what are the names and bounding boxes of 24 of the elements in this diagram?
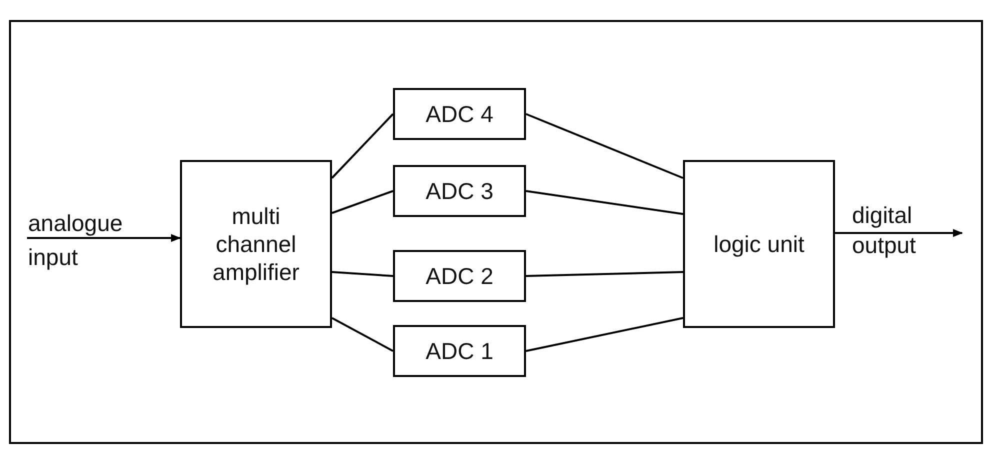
amplifier-box xyxy=(180,160,332,328)
edge-label: digital output xyxy=(852,201,917,260)
connector-line xyxy=(526,190,684,215)
connector-line xyxy=(331,113,394,179)
connector-line xyxy=(332,190,394,214)
converter-box xyxy=(393,165,526,217)
node-label: ADC 2 xyxy=(424,262,494,290)
arrow xyxy=(835,229,963,237)
node-label: multi channel amplifier xyxy=(212,202,300,286)
connector-line xyxy=(526,317,684,352)
arrow xyxy=(27,234,181,242)
edge-label: analogue input xyxy=(28,209,124,272)
converter-box xyxy=(393,250,526,302)
connector-line xyxy=(526,271,684,277)
connector-line xyxy=(332,317,394,352)
converter-box xyxy=(393,325,526,377)
node-label: ADC 1 xyxy=(424,337,494,365)
connector-line xyxy=(332,271,394,277)
node-label: logic unit xyxy=(712,230,806,258)
converter-box xyxy=(393,88,526,140)
logic-unit-box xyxy=(683,160,835,328)
node-label: ADC 4 xyxy=(424,100,494,128)
connector-line xyxy=(526,113,684,179)
node-label: ADC 3 xyxy=(424,177,494,205)
